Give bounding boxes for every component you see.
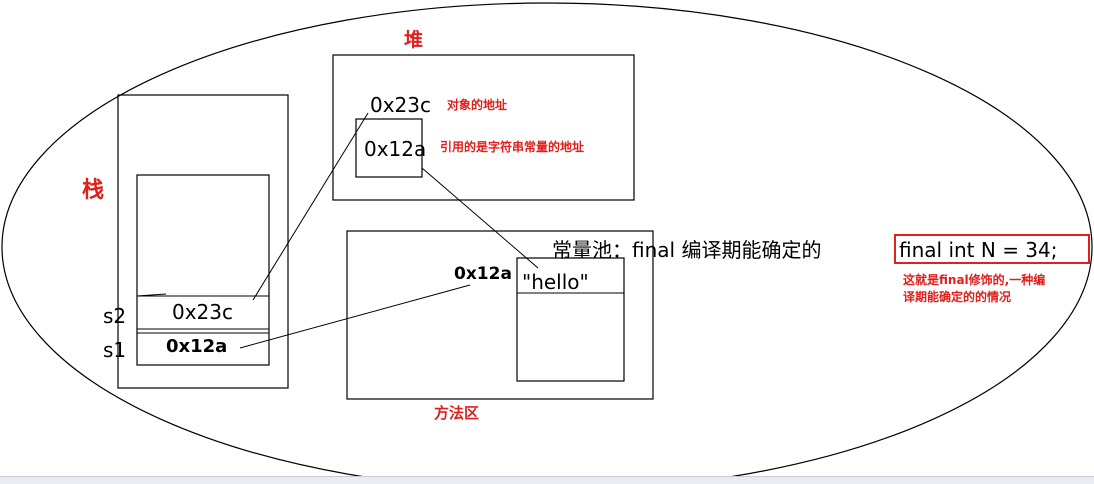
heap-object-address: 0x23c	[370, 93, 432, 117]
heap-box	[332, 54, 635, 201]
s1-to-pool-line	[239, 284, 471, 349]
heap-ref-address: 0x12a	[364, 137, 427, 161]
heap-ref-note: 引用的是字符串常量的地址	[440, 140, 585, 154]
pool-address: 0x12a	[454, 264, 512, 284]
stack-title: 栈	[82, 178, 105, 203]
constant-pool-text: 常量池：final 编译期能确定的	[552, 238, 822, 262]
s2-to-heap-object-line	[252, 112, 369, 301]
final-note-line1: 这就是final修饰的,一种编	[903, 273, 1046, 287]
s2-value: 0x23c	[172, 300, 234, 324]
heap-ref-to-pool-line	[421, 167, 539, 269]
method-area-title: 方法区	[434, 404, 480, 422]
heap-title: 堆	[404, 29, 424, 51]
s1-value: 0x12a	[166, 336, 228, 357]
final-code-text: final int N = 34;	[899, 238, 1058, 262]
heap-inner-box	[355, 118, 423, 178]
constant-pool-box	[516, 257, 625, 382]
heap-object-note: 对象的地址	[447, 98, 508, 112]
method-area-box	[346, 230, 654, 400]
s2-top-divider-ext	[136, 293, 167, 297]
final-code-box	[894, 234, 1090, 264]
stack-frame	[117, 94, 289, 389]
pool-string-value: "hello"	[522, 270, 589, 294]
window-bottom-bar	[0, 476, 1094, 484]
final-note-line2: 译期能确定的的情况	[903, 290, 1012, 304]
s2-label: s2	[103, 304, 127, 328]
s1-label: s1	[103, 338, 127, 362]
stack-inner-box	[136, 174, 270, 366]
